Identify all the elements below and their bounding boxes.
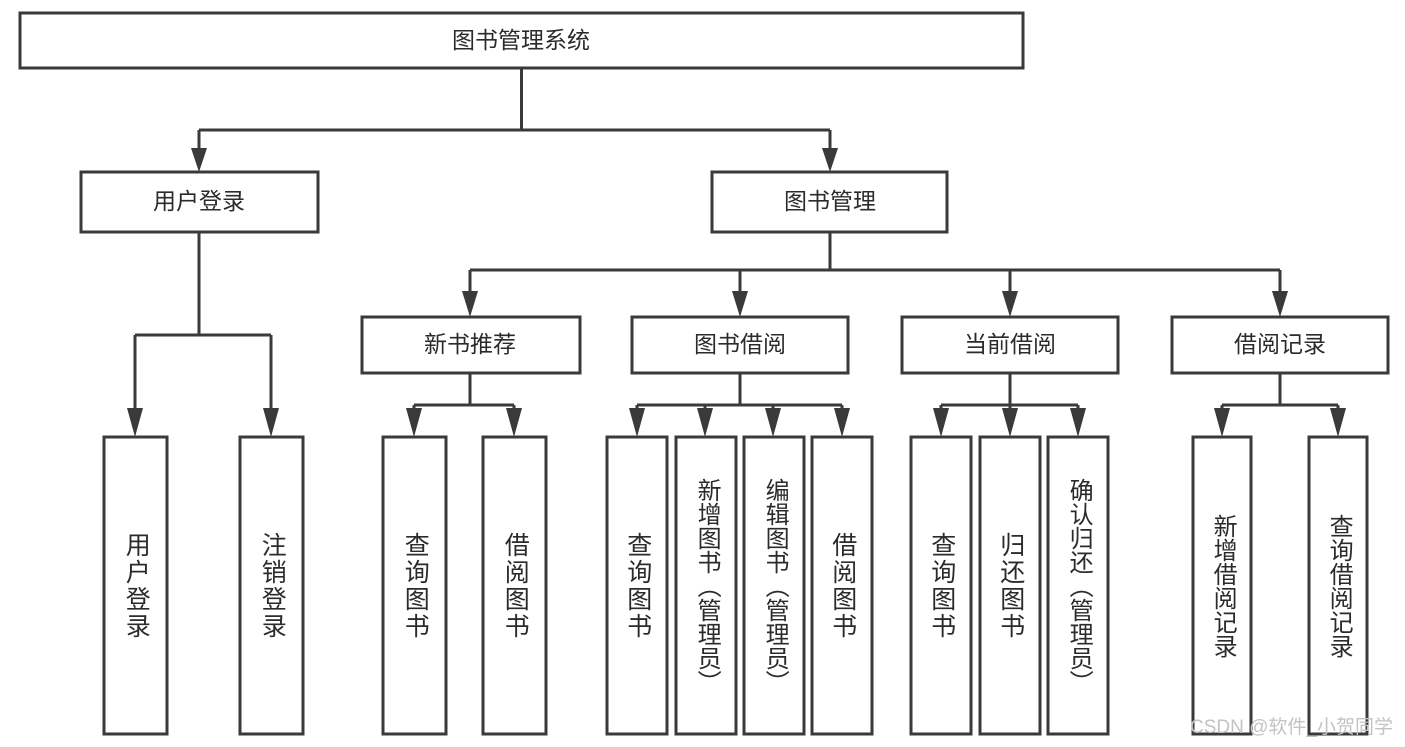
node-leaf-new-book-2-box[interactable] <box>481 435 548 736</box>
watermark-text: CSDN @软件_小贺同学 <box>1190 717 1393 738</box>
node-level2-new-book-box[interactable] <box>360 315 582 375</box>
arrow-book-mgmt <box>822 148 838 172</box>
node-leaf-new-book-1-box[interactable] <box>381 435 448 736</box>
arrow-user-login <box>191 148 207 172</box>
node-level1-book-management-box[interactable] <box>710 170 949 234</box>
node-level2-book-borrow-box[interactable] <box>630 315 850 375</box>
arrow-leaf-b4 <box>834 408 850 437</box>
node-level2-borrow-record-label: 借阅记录 <box>1234 331 1326 357</box>
arrow-leaf-b3 <box>765 408 781 437</box>
node-leaf-borrow-record-2-box[interactable] <box>1307 435 1369 736</box>
arrow-leaf-r2 <box>1330 408 1346 437</box>
node-level2-current-borrow-box[interactable] <box>900 315 1120 375</box>
node-leaf-current-borrow-3-box[interactable] <box>1046 435 1110 736</box>
connector-group-newbook-leaves <box>406 373 522 437</box>
node-root-box[interactable] <box>18 11 1025 70</box>
arrow-leaf-c2 <box>1002 408 1018 437</box>
arrow-leaf-c1 <box>933 408 949 437</box>
node-leaf-current-borrow-1-box[interactable] <box>909 435 973 736</box>
node-level1-user-login-box[interactable] <box>79 170 320 234</box>
node-leaf-book-borrow-3-box[interactable] <box>742 435 806 736</box>
arrow-leaf-u1 <box>127 408 143 437</box>
arrow-leaf-r1 <box>1214 408 1230 437</box>
connector-group-currentborrow-leaves <box>933 373 1086 437</box>
connector-group-bookmgmt-to-level2 <box>462 232 1288 317</box>
connector-group-bookborrow-leaves <box>629 373 850 437</box>
node-leaf-book-borrow-2-box[interactable] <box>674 435 738 736</box>
arrow-borrow-record <box>1272 291 1288 317</box>
node-leaf-borrow-record-1-box[interactable] <box>1191 435 1253 736</box>
arrow-current-borrow <box>1002 291 1018 317</box>
arrow-leaf-b2 <box>697 408 713 437</box>
node-level2-book-borrow-label: 图书借阅 <box>694 331 786 357</box>
node-level2-borrow-record-box[interactable] <box>1170 315 1390 375</box>
arrow-leaf-n1 <box>406 408 422 437</box>
node-root-label: 图书管理系统 <box>452 27 590 53</box>
connector-group-root-to-level1 <box>191 68 838 172</box>
connector-group-borrowrecord-leaves <box>1214 373 1346 437</box>
node-leaf-book-borrow-4-box[interactable] <box>810 435 874 736</box>
node-leaf-user-login-1-box[interactable] <box>102 435 169 736</box>
arrow-leaf-c3 <box>1070 408 1086 437</box>
node-leaf-current-borrow-2-box[interactable] <box>978 435 1042 736</box>
node-level1-user-login-label: 用户登录 <box>153 188 245 214</box>
arrow-leaf-n2 <box>506 408 522 437</box>
node-level2-current-borrow-label: 当前借阅 <box>964 331 1056 357</box>
connector-group-userlogin-leaves <box>127 232 279 437</box>
arrow-leaf-u2 <box>263 408 279 437</box>
node-leaf-book-borrow-1-box[interactable] <box>605 435 669 736</box>
node-leaf-user-login-2-box[interactable] <box>238 435 305 736</box>
node-level2-new-book-label: 新书推荐 <box>424 331 516 357</box>
arrow-new-book <box>462 291 478 317</box>
arrow-book-borrow <box>732 291 748 317</box>
node-level1-book-management-label: 图书管理 <box>784 188 876 214</box>
arrow-leaf-b1 <box>629 408 645 437</box>
